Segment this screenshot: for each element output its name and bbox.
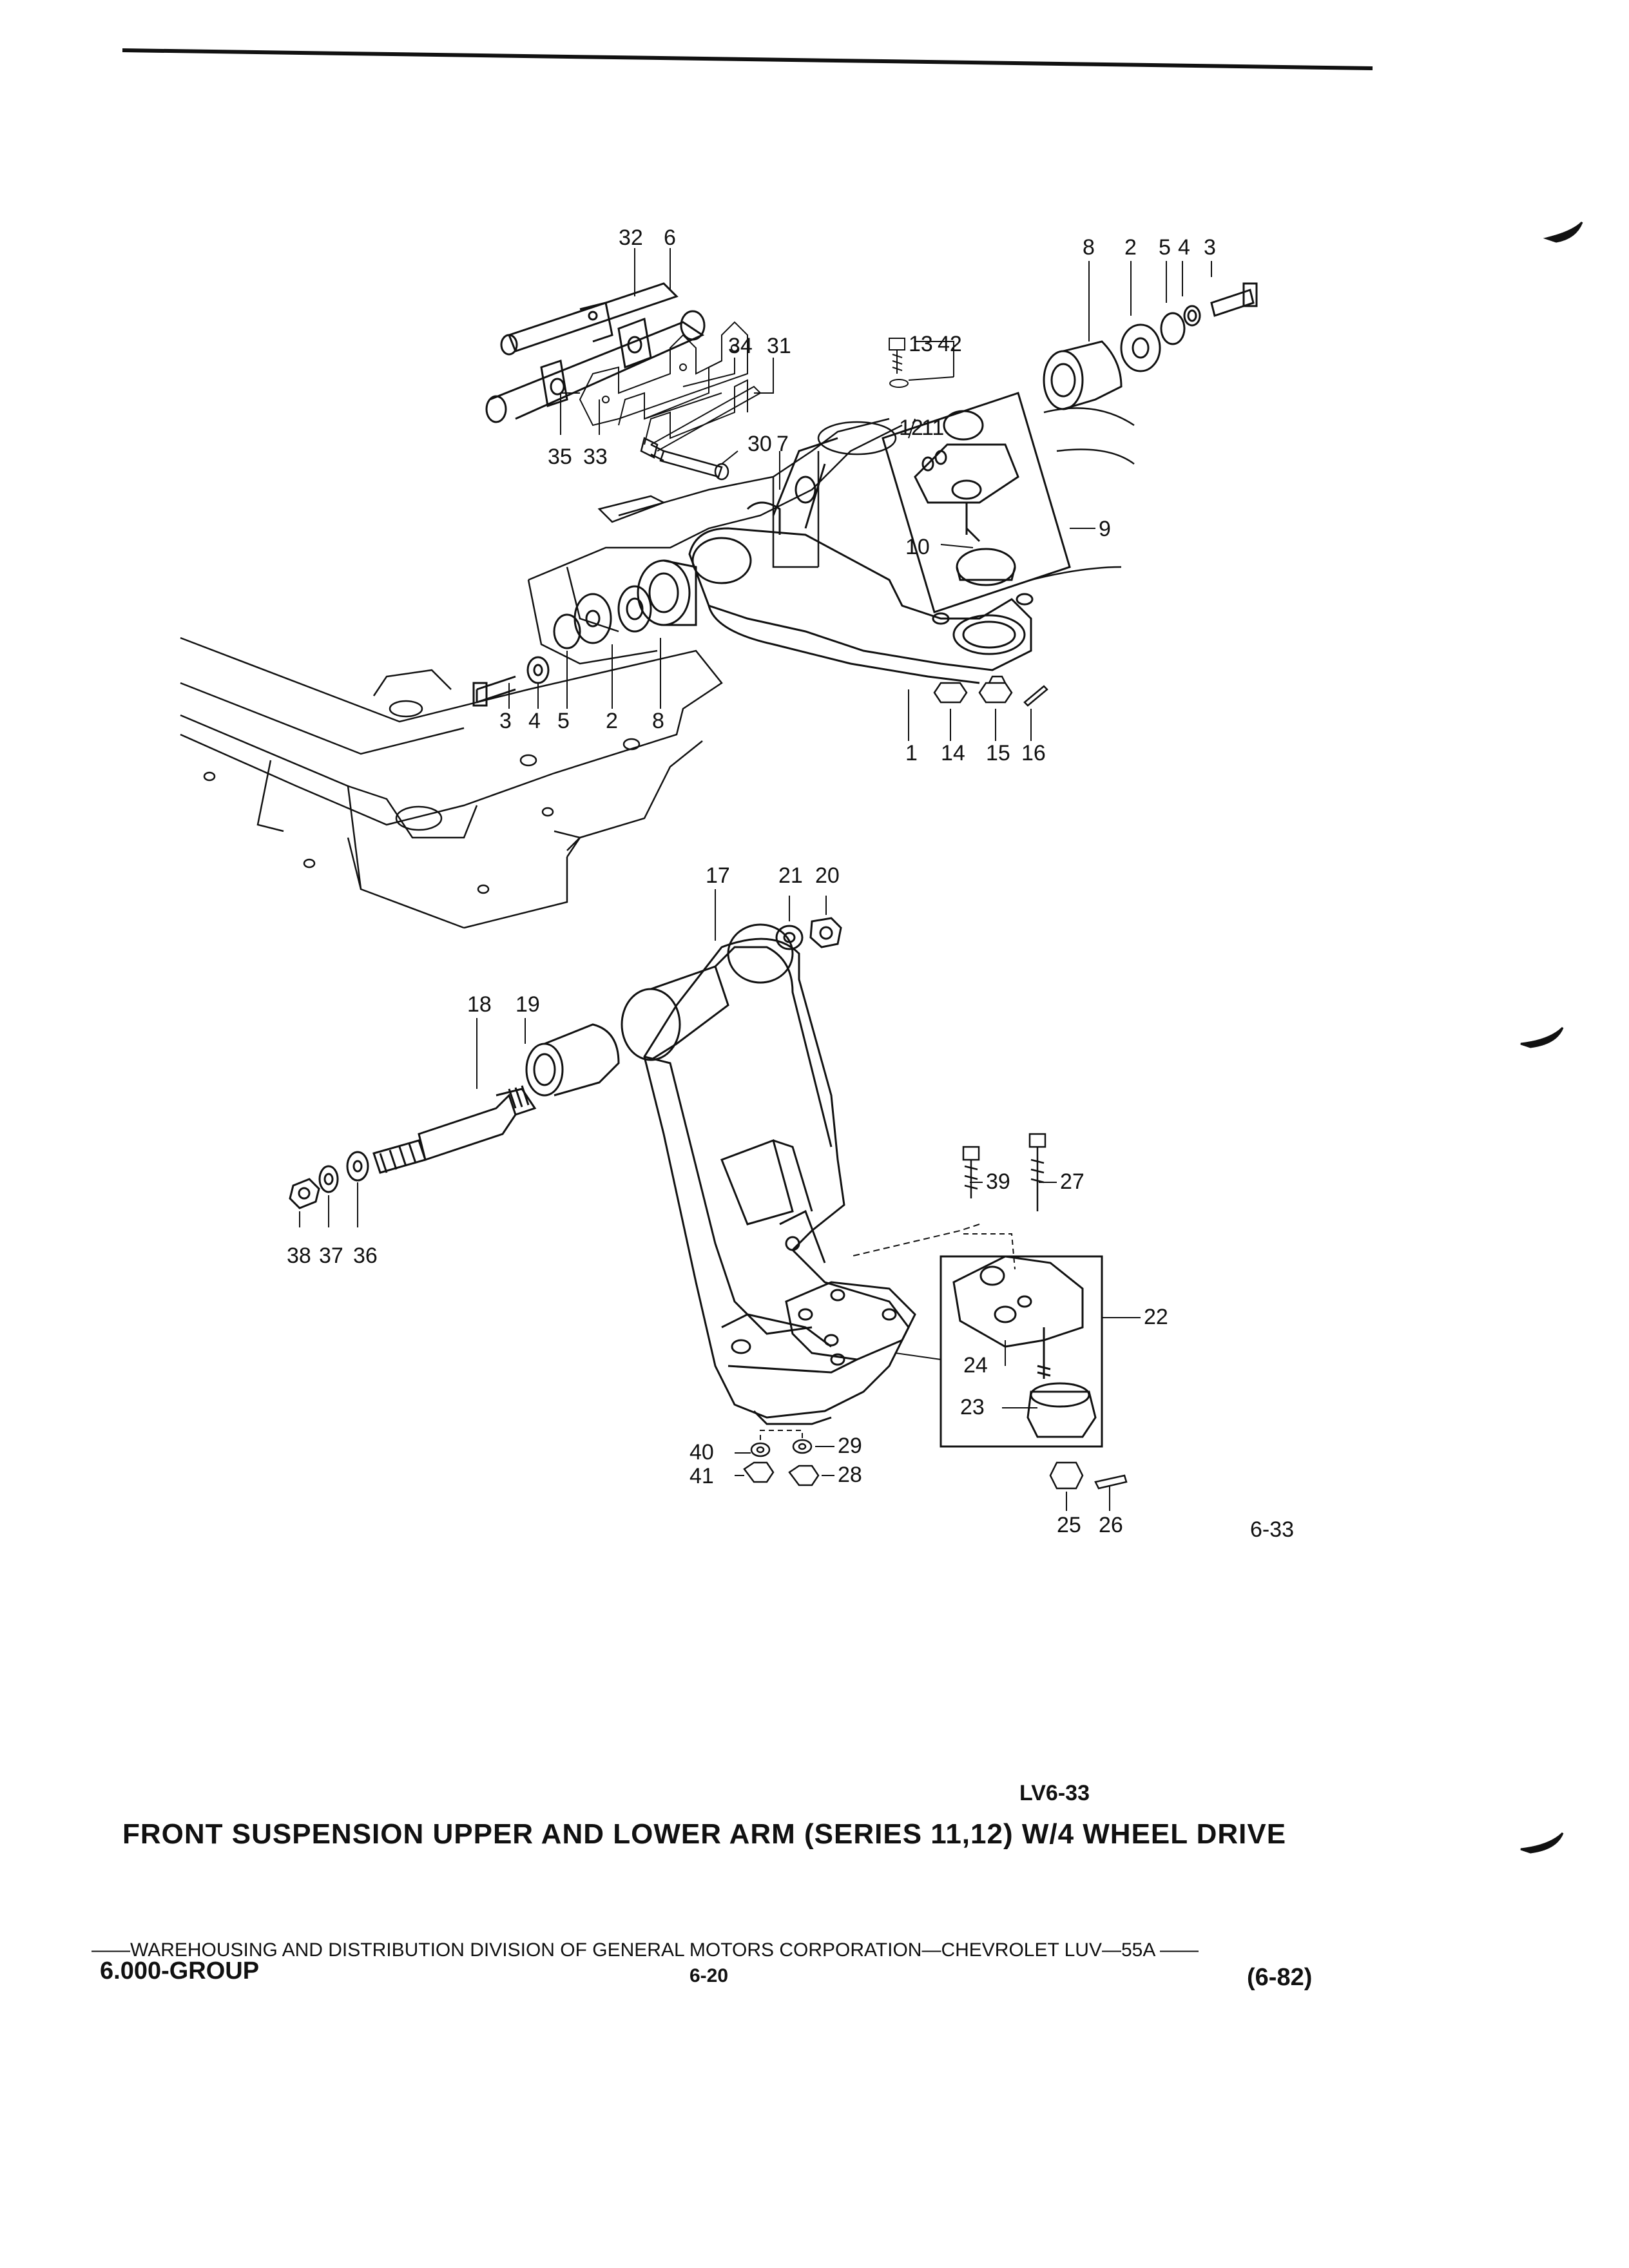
callout-2b: 2 <box>606 709 618 733</box>
bolt-13 <box>889 338 909 388</box>
callout-24: 24 <box>963 1353 988 1378</box>
callout-16: 16 <box>1021 741 1046 765</box>
callout-12: 12 <box>899 416 923 440</box>
link-31 <box>650 385 762 452</box>
callout-23: 23 <box>960 1395 985 1419</box>
callout-5: 5 <box>1159 235 1171 260</box>
callout-38: 38 <box>287 1244 311 1268</box>
nuts-upper <box>933 675 1048 707</box>
callout-7: 7 <box>776 432 789 456</box>
callout-20: 20 <box>815 863 840 888</box>
callout-28: 28 <box>838 1463 862 1487</box>
callout-35: 35 <box>548 445 572 469</box>
upper-control-arm <box>688 437 1034 684</box>
callout-15: 15 <box>986 741 1010 765</box>
callout-29: 29 <box>838 1434 862 1458</box>
callout-37: 37 <box>319 1244 343 1268</box>
ball-joint-plate <box>785 1281 916 1361</box>
upper-shaft <box>485 282 706 423</box>
callout-4: 4 <box>1178 235 1190 260</box>
callout-33: 33 <box>583 445 608 469</box>
leaders-lower <box>299 889 1141 1511</box>
callout-27: 27 <box>1060 1169 1084 1194</box>
header-rule <box>122 48 1373 70</box>
callout-30: 30 <box>747 432 772 456</box>
lower-control-arm <box>643 923 910 1425</box>
frame-rail <box>180 637 723 929</box>
footer-group: 6.000-GROUP <box>100 1957 260 1984</box>
callout-6: 6 <box>664 226 676 250</box>
bolts-39-27 <box>962 1133 1046 1211</box>
lower-shaft <box>289 965 729 1209</box>
callout-19: 19 <box>516 992 540 1017</box>
callout-2: 2 <box>1124 235 1137 260</box>
callout-40: 40 <box>689 1440 714 1465</box>
callout-39: 39 <box>986 1169 1010 1194</box>
callout-labels: 32 6 8 2 5 4 3 34 31 13 42 12 11 30 7 35… <box>287 226 1216 1537</box>
callout-1: 1 <box>905 741 918 765</box>
callout-22: 22 <box>1144 1305 1168 1329</box>
edge-mark <box>1520 1026 1564 1048</box>
leaders-upper <box>508 248 1212 741</box>
callout-26: 26 <box>1099 1513 1123 1537</box>
callout-11: 11 <box>921 416 944 440</box>
callout-31: 31 <box>767 334 791 358</box>
callout-42: 42 <box>938 332 962 356</box>
callout-4b: 4 <box>528 709 541 733</box>
footer-date: (6-82) <box>1247 1964 1313 1991</box>
callout-21: 21 <box>778 863 803 888</box>
callout-34: 34 <box>728 334 753 358</box>
callout-5b: 5 <box>557 709 570 733</box>
callout-36: 36 <box>353 1244 378 1268</box>
footer-page-number: 6-20 <box>689 1965 729 1986</box>
bolt-30 <box>640 437 729 481</box>
shims <box>579 321 748 445</box>
callout-10: 10 <box>905 535 930 559</box>
caption-title: FRONT SUSPENSION UPPER AND LOWER ARM (SE… <box>122 1818 1287 1850</box>
upper-bushings-right <box>1043 282 1258 410</box>
callout-8: 8 <box>1083 235 1095 260</box>
figure-code: LV6-33 <box>1019 1781 1090 1805</box>
nuts-21-20 <box>775 917 842 950</box>
figure-number: 6-33 <box>1250 1517 1295 1542</box>
upper-bushings-left <box>472 559 697 707</box>
edge-mark <box>1520 1832 1564 1854</box>
callout-9: 9 <box>1099 517 1111 541</box>
frame-bracket <box>527 407 1135 665</box>
footer-division-line: ——WAREHOUSING AND DISTRIBUTION DIVISION … <box>92 1939 1199 1961</box>
callout-32: 32 <box>619 226 643 250</box>
callout-41: 41 <box>689 1464 714 1488</box>
edge-mark <box>1543 221 1583 243</box>
callout-14: 14 <box>941 741 965 765</box>
callout-3: 3 <box>1204 235 1216 260</box>
nuts-lower <box>743 1439 1128 1490</box>
callout-13: 13 <box>909 332 933 356</box>
ball-joint-lower <box>940 1255 1103 1448</box>
callout-18: 18 <box>467 992 492 1017</box>
ball-joint-upper <box>882 392 1071 613</box>
callout-17: 17 <box>706 863 730 888</box>
callout-3b: 3 <box>499 709 512 733</box>
callout-8b: 8 <box>652 709 664 733</box>
callout-25: 25 <box>1057 1513 1081 1537</box>
